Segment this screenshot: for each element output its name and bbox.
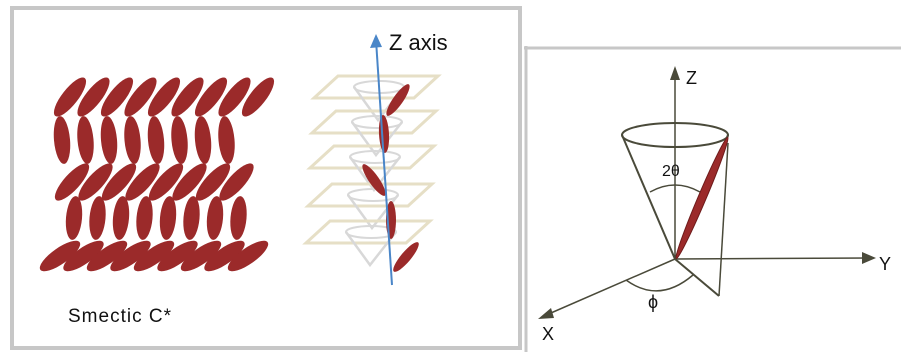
lattice-molecule	[147, 77, 181, 117]
stack-molecule	[362, 164, 386, 196]
lattice-molecule	[53, 116, 71, 164]
lattice-molecule	[241, 77, 275, 117]
lattice-molecule	[100, 116, 118, 164]
lattice-molecule	[230, 196, 247, 240]
y-label: Y	[879, 254, 891, 274]
lattice-molecule	[65, 196, 83, 240]
lattice-molecule	[112, 196, 130, 240]
tilt-angle-arc	[649, 184, 701, 193]
lattice-molecule	[136, 196, 153, 240]
lattice-molecule	[180, 240, 222, 272]
z-axis-label: Z axis	[389, 30, 448, 55]
lattice-molecule	[124, 77, 157, 117]
lattice-molecule	[171, 77, 204, 117]
lattice-molecule	[89, 196, 106, 240]
phase-label: Smectic C*	[68, 306, 172, 327]
lattice-molecule	[133, 240, 175, 272]
lattice-molecule	[218, 77, 251, 117]
azimuth-angle-label: ϕ	[648, 292, 658, 312]
lattice-molecule	[147, 116, 165, 164]
stack-molecule	[393, 242, 419, 272]
tilt-angle-label: 2θ	[662, 163, 680, 180]
precession-cone	[344, 231, 397, 268]
z-axis-arrowhead	[370, 34, 382, 48]
lattice-molecule	[54, 163, 90, 201]
lattice-molecule	[124, 116, 141, 164]
x-axis-line	[543, 258, 676, 317]
cone-rim	[349, 150, 401, 164]
lattice-molecule	[39, 240, 81, 272]
projection-vertical	[718, 142, 729, 297]
lattice-molecule	[101, 163, 137, 201]
layer-plane	[302, 219, 434, 245]
layer-plane	[306, 144, 438, 170]
lattice-molecule	[159, 196, 177, 240]
lattice-molecule	[183, 196, 200, 240]
lattice-molecule	[172, 163, 207, 201]
lattice-molecule	[110, 240, 151, 272]
lattice-molecule	[100, 77, 134, 117]
y-axis-head	[862, 252, 876, 264]
x-label: X	[542, 324, 554, 344]
x-axis-head	[538, 308, 554, 319]
cone-geometry-figure: Z Y X 2θ ϕ	[524, 46, 901, 352]
cone-geometry-panel: Z Y X 2θ ϕ	[524, 46, 901, 352]
smectic-c-panel: Z axis Smectic C*	[10, 6, 522, 350]
helical-layer-stack	[302, 74, 442, 272]
z-axis-head	[670, 66, 680, 80]
cone-side-left	[621, 134, 676, 260]
lattice-molecule	[204, 240, 245, 272]
lattice-molecule	[194, 77, 228, 117]
lattice-molecule	[227, 240, 269, 272]
smectic-c-figure: Z axis Smectic C*	[10, 6, 522, 350]
lattice-molecule	[125, 163, 160, 201]
azimuth-angle-arc	[625, 274, 694, 292]
stack-molecule	[386, 84, 410, 116]
cone-rim	[345, 225, 397, 239]
cone-rim	[351, 115, 403, 129]
lattice-molecule	[63, 240, 104, 272]
lattice-molecule	[206, 196, 224, 240]
panel-frame	[10, 6, 522, 350]
precession-cone	[350, 121, 403, 158]
layer-plane	[308, 109, 440, 135]
lattice-molecule	[219, 163, 254, 201]
lattice-molecule	[86, 240, 128, 272]
lattice-molecule	[148, 163, 184, 201]
lattice-molecule	[171, 116, 188, 164]
z-axis-arrow	[375, 39, 393, 286]
lattice-molecule	[218, 116, 235, 164]
projection-in-plane	[674, 258, 720, 297]
lattice-molecule	[77, 116, 94, 164]
lattice-molecule	[78, 163, 113, 201]
cone-rim	[347, 188, 399, 202]
lattice-molecule	[77, 77, 110, 117]
y-axis-line	[674, 257, 872, 260]
lattice-molecule	[195, 163, 231, 201]
lattice-molecule	[53, 77, 87, 117]
smectic-molecule-lattice	[39, 77, 275, 272]
lattice-molecule	[157, 240, 198, 272]
layer-plane	[304, 182, 436, 208]
z-label: Z	[686, 68, 697, 88]
lattice-molecule	[194, 116, 212, 164]
